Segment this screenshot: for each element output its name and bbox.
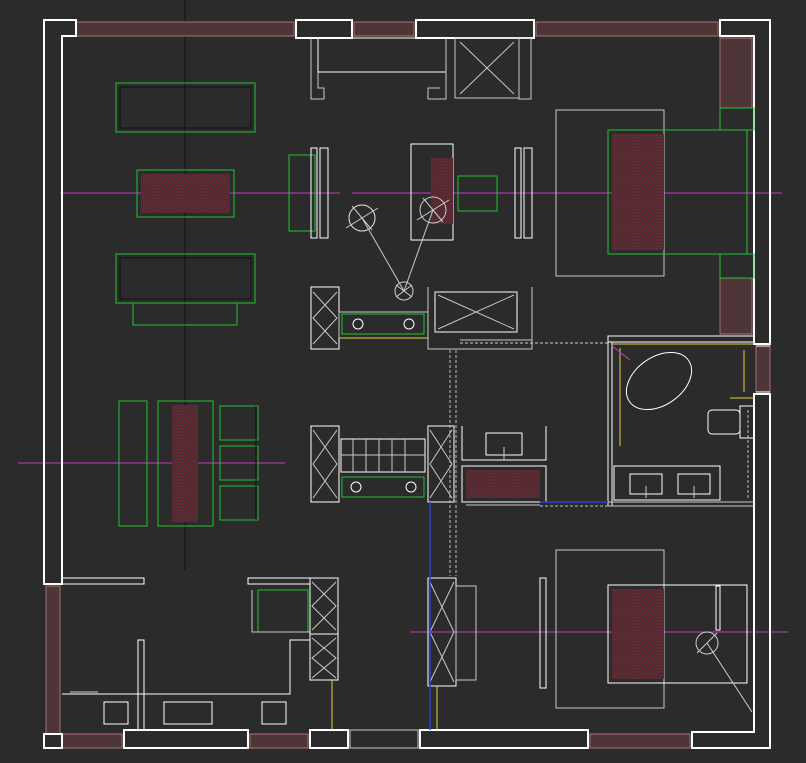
armchair-icon	[288, 147, 329, 239]
central-lounge	[288, 37, 533, 301]
sink-icon	[613, 465, 721, 501]
bed-icon	[607, 584, 748, 684]
stove-icon	[341, 476, 425, 498]
bathtub-icon	[625, 351, 693, 411]
wardrobe	[427, 501, 608, 730]
bathroom	[611, 343, 755, 501]
kitchen	[310, 286, 608, 576]
window-icon	[45, 21, 771, 749]
sofa-icon	[115, 82, 256, 133]
bedroom-lower	[555, 549, 753, 713]
dining-table-group	[118, 400, 259, 527]
coffee-table	[136, 169, 235, 218]
toilet-icon	[707, 405, 755, 439]
study-area	[70, 577, 339, 730]
bed-icon	[607, 129, 748, 255]
interior-walls	[61, 335, 755, 731]
exterior-walls	[43, 19, 771, 749]
ceiling-light-icon	[695, 631, 753, 713]
door-icon	[756, 345, 770, 393]
sofa-icon	[115, 253, 256, 326]
sink-icon	[485, 432, 523, 460]
bedroom-upper	[555, 107, 755, 279]
stove-icon	[341, 313, 425, 335]
living-room-sofa-group	[115, 82, 256, 326]
